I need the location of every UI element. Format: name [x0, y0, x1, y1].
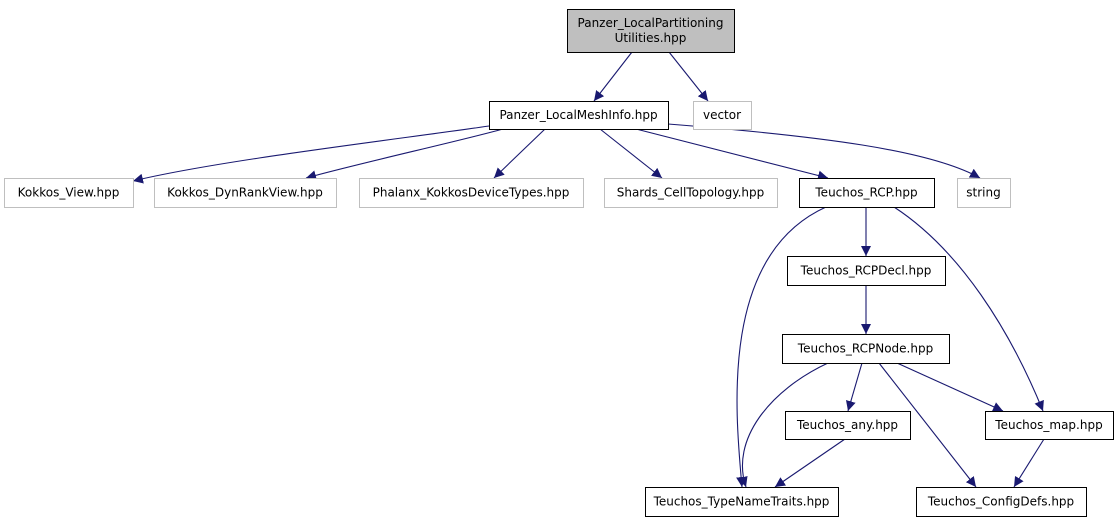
node-box [154, 178, 337, 208]
node-box [645, 487, 839, 517]
node-label: Teuchos_RCP.hpp [814, 186, 917, 200]
node-box [799, 178, 935, 208]
node-configdefs[interactable]: Teuchos_ConfigDefs.hpp [916, 487, 1087, 517]
node-box [4, 178, 134, 208]
node-shards: Shards_CellTopology.hpp [604, 178, 778, 208]
node-label: Panzer_LocalPartitioning [578, 16, 724, 30]
edge-meshinfo-to-string [667, 123, 981, 179]
node-any[interactable]: Teuchos_any.hpp [785, 411, 911, 440]
edge-any-to-typename [774, 438, 846, 488]
node-box [957, 178, 1011, 208]
node-map[interactable]: Teuchos_map.hpp [985, 411, 1114, 440]
edges [132, 51, 1045, 488]
node-rcp[interactable]: Teuchos_RCP.hpp [799, 178, 935, 208]
node-box [916, 487, 1087, 517]
node-label: Shards_CellTopology.hpp [617, 186, 765, 200]
edge-rcp-to-map [893, 206, 1044, 412]
node-kdyn: Kokkos_DynRankView.hpp [154, 178, 337, 208]
node-label: Teuchos_TypeNameTraits.hpp [653, 495, 830, 509]
node-label: Teuchos_map.hpp [994, 418, 1102, 432]
node-box [359, 178, 584, 208]
node-phalanx: Phalanx_KokkosDeviceTypes.hpp [359, 178, 584, 208]
edge-rcp-to-typename [736, 206, 827, 488]
edge-meshinfo-to-kdyn [305, 128, 504, 181]
node-vector: vector [693, 101, 752, 130]
edge-root-to-vector [668, 51, 709, 102]
edge-rcpnode-to-any [846, 362, 863, 412]
edge-rcpnode-to-map [896, 362, 1004, 412]
node-box [693, 101, 752, 130]
node-box [567, 9, 735, 53]
node-meshinfo[interactable]: Panzer_LocalMeshInfo.hpp [489, 101, 669, 130]
node-box [985, 411, 1114, 440]
edge-meshinfo-to-kview [132, 125, 490, 184]
node-label: Teuchos_ConfigDefs.hpp [927, 495, 1074, 509]
edge-rcpnode-to-configdefs [878, 362, 977, 488]
edge-rcpnode-to-typename [738, 362, 829, 488]
node-label: Phalanx_KokkosDeviceTypes.hpp [373, 186, 570, 200]
node-label: vector [703, 108, 741, 122]
edge-map-to-configdefs [1013, 438, 1045, 488]
edge-meshinfo-to-phalanx [493, 128, 546, 179]
node-label: Panzer_LocalMeshInfo.hpp [499, 108, 657, 122]
node-box [787, 256, 946, 286]
node-string: string [957, 178, 1011, 208]
node-box [604, 178, 778, 208]
node-label: Kokkos_DynRankView.hpp [167, 186, 323, 200]
node-kview: Kokkos_View.hpp [4, 178, 134, 208]
edge-root-to-meshinfo [593, 51, 633, 102]
node-label: Utilities.hpp [615, 31, 687, 45]
edge-meshinfo-to-shards [599, 128, 663, 179]
node-box [782, 334, 950, 364]
node-box [785, 411, 911, 440]
node-label: Teuchos_any.hpp [796, 418, 898, 432]
node-rcpnode[interactable]: Teuchos_RCPNode.hpp [782, 334, 950, 364]
node-label: Teuchos_RCPDecl.hpp [800, 264, 932, 278]
node-label: Kokkos_View.hpp [18, 186, 120, 200]
node-label: string [966, 186, 1000, 200]
edge-meshinfo-to-rcp [635, 128, 829, 181]
node-rcpdecl[interactable]: Teuchos_RCPDecl.hpp [787, 256, 946, 286]
node-box [489, 101, 669, 130]
nodes: Panzer_LocalPartitioningUtilities.hppPan… [4, 9, 1114, 517]
node-typename[interactable]: Teuchos_TypeNameTraits.hpp [645, 487, 839, 517]
node-label: Teuchos_RCPNode.hpp [797, 342, 933, 356]
